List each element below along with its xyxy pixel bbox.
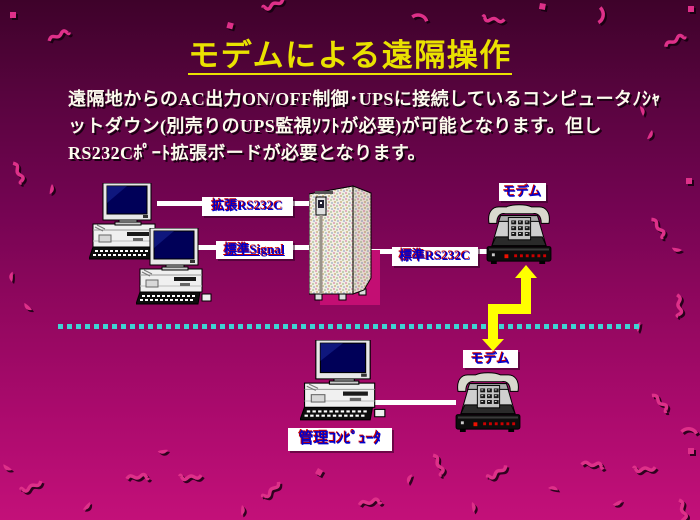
body-line-1: 遠隔地からのAC出力ON/OFF制御･UPSに接続しているコンピュータﾉｼｬ xyxy=(68,89,661,109)
label-std-rs232c: 標準RS232C xyxy=(392,247,478,266)
computer3-icon xyxy=(299,339,386,427)
modem2-icon xyxy=(452,372,524,437)
body-text: 遠隔地からのAC出力ON/OFF制御･UPSに接続しているコンピュータﾉｼｬ ッ… xyxy=(68,86,678,167)
label-modem-bottom: モデム xyxy=(463,350,518,368)
cable-computer3-modem2 xyxy=(372,400,456,405)
label-mgmt-computer: 管理ｺﾝﾋﾟｭｰﾀ xyxy=(288,428,392,451)
dotted-divider-line xyxy=(58,324,641,329)
body-line-3: RS232Cﾎﾟｰﾄ拡張ボードが必要となります。 xyxy=(68,143,426,163)
body-line-2: ットダウン(別売りのUPS監視ｿﾌﾄが必要)が可能となります。但し xyxy=(68,116,602,136)
computer2-icon xyxy=(135,227,212,311)
label-std-signal: 標準Signal xyxy=(216,241,293,259)
slide-title: モデムによる遠隔操作 xyxy=(188,38,512,75)
ups-tower-icon xyxy=(309,185,372,301)
label-ext-rs232c: 拡張RS232C xyxy=(202,197,293,216)
modem1-icon xyxy=(483,204,555,269)
computer1-icon xyxy=(88,182,165,266)
label-modem-top: モデム xyxy=(499,183,546,201)
